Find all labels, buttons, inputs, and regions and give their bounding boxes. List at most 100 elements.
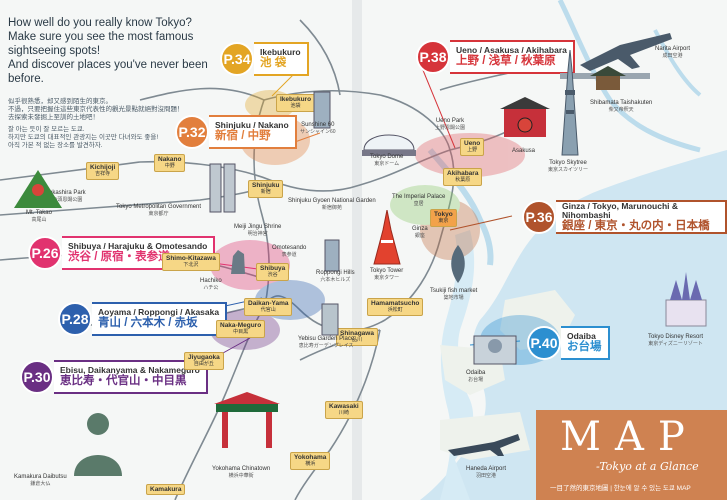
buddha-icon (74, 413, 122, 476)
hachiko-dog-icon (231, 250, 245, 274)
area-name-jp: お台場 (567, 341, 602, 353)
area-ueno-asakusa-akihabara[interactable]: P.38 Ueno / Asakusa / Akihabara 上野 / 浅草 … (416, 40, 575, 74)
page-number: P.28 (58, 302, 92, 336)
station-name-jp: 品川 (351, 337, 362, 343)
station-name: Ueno (464, 140, 481, 147)
station-name: Daikan-Yama (248, 300, 289, 307)
landmark-name: Tsukiji fish market (430, 288, 478, 294)
landmark-name-jp: 高尾山 (31, 217, 47, 223)
station-name-jp: 横浜 (305, 461, 316, 467)
area-name-en: Odaiba (567, 331, 596, 341)
landmark-name: Hachiko (200, 278, 222, 284)
fish-icon (451, 245, 465, 283)
area-ebisu-daikanyama[interactable]: P.30 Ebisu, Daikanyama & Nakameguro 恵比寿・… (20, 360, 208, 394)
landmark-name: Ueno Park (435, 118, 465, 124)
station-name: Naka-Meguro (220, 322, 262, 329)
area-shinjuku-nakano[interactable]: P.32 Shinjuku / Nakano 新宿 / 中野 (175, 115, 297, 149)
intro-chinese: 似乎很熟悉，却又感到陌生的東京。 不過，只要把握住這些東京代表性的觀光景點就絕對… (8, 98, 213, 122)
intro-line: Make sure you see the most famous (8, 31, 194, 43)
station-name-jp: 銀座 (414, 233, 425, 239)
map-subtitle: -Tokyo at a Glance (596, 460, 699, 473)
landmark-name: Haneda Airport (466, 466, 507, 472)
area-name-jp: 池 袋 (260, 57, 287, 69)
intro-zh-line: 不過，只要把握住這些東京代表性的觀光景點就絕對沒問題！ (8, 106, 184, 113)
area-name-jp: 銀座 / 東京・丸の内・日本橋 (562, 219, 710, 232)
intro-line: before. (8, 73, 44, 85)
landmark-name: Mt. Takao (26, 210, 52, 216)
area-ikebukuro[interactable]: P.34 Ikebukuro 池 袋 (220, 42, 309, 76)
station-kamakura[interactable]: Kamakura (146, 484, 186, 495)
landmark-asakusa[interactable]: Asakusa (512, 148, 535, 155)
temple-icon (590, 66, 626, 90)
landmark-name: Tokyo Dome (370, 154, 404, 160)
landmark-name-jp: 恵比寿ガーデンプレイス (298, 343, 354, 349)
landmark-name: Asakusa (512, 148, 536, 154)
area-ginza-tokyo[interactable]: P.36 Ginza / Tokyo, Marunouchi & Nihomba… (522, 200, 727, 234)
station-name-jp: 中野 (164, 163, 175, 169)
landmark-name-jp: 六本木ヒルズ (320, 277, 351, 283)
station-name: Jiyugaoka (188, 354, 220, 361)
landmark-name: Narita Airport (655, 46, 691, 52)
landmark-name: Sunshine 60 (301, 122, 335, 128)
landmark-name: Yokohama Chinatown (212, 466, 271, 472)
area-odaiba[interactable]: P.40 Odaiba お台場 (527, 326, 610, 360)
landmark-name-jp: ハチ公 (203, 285, 219, 291)
intro-korean: 잘 아는 듯이 잘 모르는 도쿄. 하지만 도쿄의 대표적인 관광지는 이곳만 … (8, 126, 213, 150)
landmark-name-jp: 羽田空港 (476, 473, 497, 479)
landmark-name-jp: 成田空港 (662, 53, 683, 59)
page-number: P.26 (28, 236, 62, 270)
mountain-icon (14, 170, 62, 208)
station-name-jp: 下北沢 (183, 262, 199, 268)
landmark-name-jp: 横浜中華街 (228, 473, 254, 479)
landmark-name-jp: 井の頭恩賜公園 (47, 197, 83, 203)
intro-ko-line: 아직 가본 적 없는 장소를 발견하자. (8, 142, 103, 149)
asakusa-gate-icon (500, 97, 550, 137)
area-name-jp: 恵比寿・代官山・中目黒 (60, 375, 187, 387)
area-name-en: Shibuya / Harajuku & Omotesando (68, 241, 208, 251)
landmark-name-jp: 明治神宮 (247, 231, 268, 237)
area-aoyama-roppongi[interactable]: P.28 Aoyama / Roppongi / Akasaka 青山 / 六本… (58, 302, 228, 336)
landmark-name: Shinjuku Gyoen National Garden (288, 198, 376, 204)
intro-zh-line: 似乎很熟悉，却又感到陌生的東京。 (8, 98, 112, 105)
